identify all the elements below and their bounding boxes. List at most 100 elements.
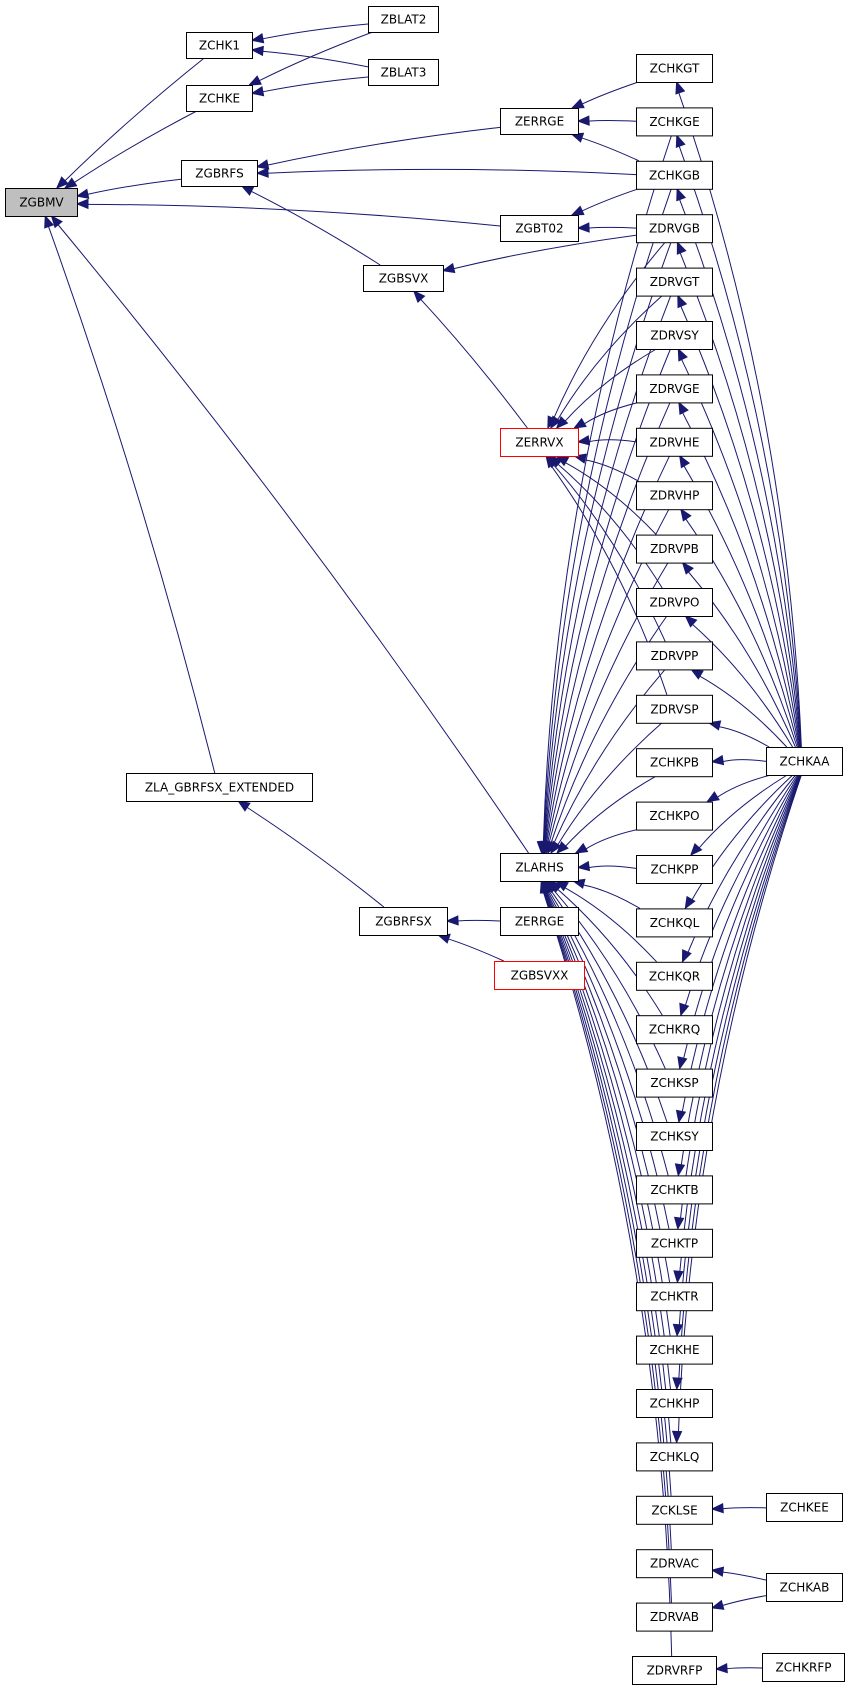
- edge-zdrvsp-to-zlarhs: [557, 722, 663, 846]
- node-zblat3[interactable]: ZBLAT3: [368, 59, 439, 86]
- node-zchk1[interactable]: ZCHK1: [186, 32, 253, 59]
- node-box: [368, 6, 439, 33]
- arrowhead-zchk1: [250, 33, 265, 44]
- node-label: ZDRVGB: [649, 222, 700, 236]
- node-zchkge[interactable]: ZCHKGE: [636, 107, 713, 137]
- node-label: ZCHKGB: [649, 168, 700, 182]
- arrowhead-zlarhs: [576, 860, 591, 872]
- node-zblat2[interactable]: ZBLAT2: [368, 6, 439, 33]
- arrowhead-zchkge: [675, 134, 686, 148]
- node-label: ZCHKE: [199, 92, 240, 106]
- node-zdrvhe[interactable]: ZDRVHE: [636, 427, 713, 457]
- edge-zblat3-to-zchk1: [261, 50, 369, 68]
- node-label: ZCHKAB: [780, 1581, 830, 1595]
- node-zchkql[interactable]: ZCHKQL: [636, 908, 713, 938]
- node-zerrge-b[interactable]: ZERRGE: [500, 907, 579, 936]
- node-zdrvsp[interactable]: ZDRVSP: [636, 694, 713, 724]
- node-box: [636, 694, 713, 724]
- node-zerrvx[interactable]: ZERRVX: [500, 428, 579, 457]
- edge-zchkgb-to-zgbt02: [581, 188, 639, 212]
- node-zchkgt[interactable]: ZCHKGT: [636, 54, 713, 83]
- node-zla-gbrfsx-extended[interactable]: ZLA_GBRFSX_EXTENDED: [126, 773, 313, 802]
- node-zdrvgb[interactable]: ZDRVGB: [636, 214, 713, 244]
- edge-zdrvrfp-to-zlarhs: [542, 890, 673, 1657]
- node-zdrvsy[interactable]: ZDRVSY: [636, 321, 713, 350]
- node-zchkab[interactable]: ZCHKAB: [766, 1573, 843, 1602]
- edge-zgbrfs-to-zgbmv: [86, 178, 182, 196]
- edge-layer: [44, 23, 802, 1674]
- node-label: ZERRGE: [515, 915, 564, 929]
- node-zdrvrfp[interactable]: ZDRVRFP: [632, 1656, 717, 1685]
- node-zchktp[interactable]: ZCHKTP: [636, 1228, 713, 1258]
- node-label: ZCHKRFP: [776, 1661, 832, 1675]
- node-zchksy[interactable]: ZCHKSY: [636, 1122, 713, 1151]
- node-zgbrfsx[interactable]: ZGBRFSX: [359, 907, 448, 936]
- node-box: [636, 54, 713, 83]
- node-zchkqr[interactable]: ZCHKQR: [636, 961, 713, 991]
- node-box: [636, 160, 713, 190]
- node-zdrvge[interactable]: ZDRVGE: [636, 374, 713, 404]
- node-zgbsvxx[interactable]: ZGBSVXX: [494, 961, 585, 990]
- node-zgbrfs[interactable]: ZGBRFS: [181, 160, 258, 187]
- node-zchksp[interactable]: ZCHKSP: [636, 1068, 713, 1098]
- node-box: [766, 1493, 843, 1522]
- node-zerrge-a[interactable]: ZERRGE: [500, 108, 579, 135]
- node-zchkpb[interactable]: ZCHKPB: [636, 748, 713, 778]
- node-zlarhs[interactable]: ZLARHS: [500, 853, 579, 882]
- node-zgbsvx[interactable]: ZGBSVX: [363, 265, 444, 292]
- node-zchkhe[interactable]: ZCHKHE: [636, 1335, 713, 1365]
- node-zchkrfp[interactable]: ZCHKRFP: [762, 1653, 845, 1682]
- arrowhead-zgbmv: [44, 214, 55, 229]
- node-zdrvac[interactable]: ZDRVAC: [636, 1549, 713, 1579]
- edge-zgbrfsx-to-zla-gbrfsx-extended: [246, 806, 385, 908]
- arrowhead-zchkhp: [672, 1377, 683, 1391]
- node-zchkhp[interactable]: ZCHKHP: [636, 1389, 713, 1418]
- node-zchkee[interactable]: ZCHKEE: [766, 1493, 843, 1522]
- node-zdrvab[interactable]: ZDRVAB: [636, 1602, 713, 1632]
- node-label: ZDRVPP: [651, 649, 699, 663]
- node-box: [762, 1653, 845, 1682]
- arrowhead-zgbt02: [576, 222, 590, 233]
- node-zchktb[interactable]: ZCHKTB: [636, 1175, 713, 1205]
- edge-zchkaa-to-zdrvgb: [679, 251, 802, 748]
- node-box: [368, 59, 439, 86]
- node-zchktr[interactable]: ZCHKTR: [636, 1282, 713, 1312]
- node-zchkaa[interactable]: ZCHKAA: [766, 747, 843, 776]
- arrowhead-zchkhe: [672, 1323, 684, 1337]
- edge-zdrvge-to-zlarhs: [545, 402, 671, 844]
- edge-zchkaa-to-zdrvpo: [691, 623, 793, 748]
- arrowhead-zdrvpb: [681, 561, 694, 575]
- node-label: ZCHKPO: [649, 809, 699, 823]
- arrowhead-zdrvhe: [679, 454, 691, 469]
- node-zgbt02[interactable]: ZGBT02: [500, 215, 579, 242]
- arrowhead-zchkpb: [710, 754, 725, 766]
- node-zdrvpo[interactable]: ZDRVPO: [636, 588, 713, 617]
- node-zdrvgt[interactable]: ZDRVGT: [636, 267, 713, 297]
- node-label: ZGBT02: [515, 222, 563, 236]
- node-zchkrq[interactable]: ZCHKRQ: [636, 1015, 713, 1045]
- node-zdrvpp[interactable]: ZDRVPP: [636, 641, 713, 671]
- node-zcklse[interactable]: ZCKLSE: [636, 1495, 713, 1525]
- node-zchkpp[interactable]: ZCHKPP: [636, 855, 713, 884]
- arrowhead-zgbmv: [55, 176, 69, 189]
- node-box: [636, 961, 713, 991]
- edge-zla-gbrfsx-extended-to-zgbmv: [47, 225, 216, 774]
- node-box: [766, 1573, 843, 1602]
- node-box: [636, 1602, 713, 1632]
- edge-zchkaa-to-zdrvgt: [679, 305, 801, 748]
- node-label: ZCHKHE: [649, 1343, 699, 1357]
- node-box: [636, 1175, 713, 1205]
- node-zgbmv[interactable]: ZGBMV: [5, 188, 78, 217]
- arrowhead-zchkrq: [679, 1002, 690, 1017]
- edge-zdrvge-to-zerrvx: [583, 401, 639, 425]
- arrowhead-zchkqr: [681, 949, 692, 964]
- node-zchkpo[interactable]: ZCHKPO: [636, 801, 713, 831]
- arrowhead-zchkpp: [689, 842, 703, 856]
- node-zdrvpb[interactable]: ZDRVPB: [636, 534, 713, 564]
- node-zchklq[interactable]: ZCHKLQ: [636, 1442, 713, 1472]
- node-label: ZDRVGE: [649, 382, 699, 396]
- node-zchkgb[interactable]: ZCHKGB: [636, 160, 713, 190]
- node-zchke[interactable]: ZCHKE: [186, 85, 253, 112]
- node-box: [636, 1068, 713, 1098]
- node-zdrvhp[interactable]: ZDRVHP: [636, 481, 713, 511]
